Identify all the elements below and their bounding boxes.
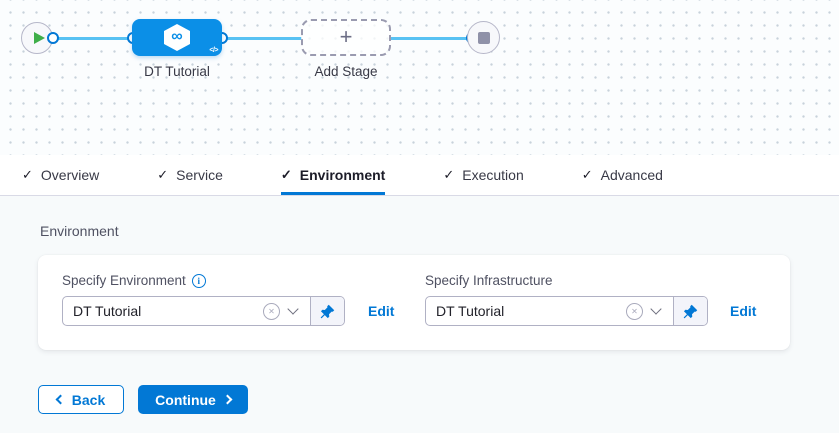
connector-line: [53, 37, 133, 40]
continue-button-label: Continue: [155, 391, 216, 408]
stop-icon: [477, 31, 490, 44]
environment-select[interactable]: ✕: [62, 296, 345, 326]
field-label-text: Specify Infrastructure: [425, 273, 553, 288]
code-icon: </>: [209, 47, 218, 54]
tab-service[interactable]: ✓ Service: [157, 155, 223, 195]
clear-icon[interactable]: ✕: [263, 302, 280, 320]
check-icon: ✓: [443, 166, 455, 182]
tab-execution[interactable]: ✓ Execution: [443, 155, 523, 195]
pin-button[interactable]: [310, 297, 344, 325]
add-stage-button[interactable]: +: [301, 19, 391, 56]
add-stage-label: Add Stage: [314, 64, 378, 79]
tab-label: Service: [176, 166, 223, 183]
environment-input[interactable]: [63, 303, 263, 319]
infrastructure-select[interactable]: ✕: [425, 296, 708, 326]
back-button[interactable]: Back: [38, 385, 124, 414]
back-button-label: Back: [71, 391, 106, 408]
environment-panel: Environment Specify Environment i ✕ Edit…: [0, 196, 839, 433]
tab-label: Overview: [40, 166, 100, 183]
stage-config-tabbar: ✓ Overview ✓ Service ✓ Environment ✓ Exe…: [0, 155, 839, 196]
environment-card: Specify Environment i ✕ Edit Specify Inf…: [38, 255, 790, 350]
cd-hexagon-icon: ∞: [164, 24, 190, 51]
plus-icon: +: [339, 23, 353, 49]
chevron-down-icon[interactable]: [287, 303, 299, 315]
clear-icon[interactable]: ✕: [626, 302, 643, 320]
pin-icon: [683, 304, 698, 318]
check-icon: ✓: [581, 166, 593, 182]
pipeline-canvas: ∞ </> DT Tutorial + Add Stage: [0, 0, 839, 155]
play-icon: [33, 32, 45, 44]
infrastructure-input[interactable]: [426, 303, 626, 319]
connector-line: [222, 37, 302, 40]
node-port: [47, 32, 59, 44]
tab-environment[interactable]: ✓ Environment: [280, 155, 386, 195]
specify-environment-label: Specify Environment i: [62, 273, 206, 288]
edit-environment-link[interactable]: Edit: [368, 303, 395, 319]
infinity-icon: ∞: [171, 28, 183, 45]
stage-node-dt-tutorial[interactable]: ∞ </>: [132, 19, 222, 56]
field-label-text: Specify Environment: [62, 273, 186, 288]
chevron-right-icon: [222, 394, 233, 405]
pin-icon: [320, 304, 335, 318]
continue-button[interactable]: Continue: [138, 385, 248, 414]
tab-overview[interactable]: ✓ Overview: [22, 155, 99, 195]
stage-node-label: DT Tutorial: [144, 64, 210, 79]
check-icon: ✓: [22, 166, 33, 182]
pipeline-end-node: [467, 21, 500, 54]
specify-infrastructure-label: Specify Infrastructure: [425, 273, 553, 288]
edit-infrastructure-link[interactable]: Edit: [730, 303, 757, 319]
tab-advanced[interactable]: ✓ Advanced: [582, 155, 663, 195]
tab-label: Environment: [299, 166, 386, 183]
tab-label: Advanced: [600, 166, 663, 183]
connector-line: [391, 37, 472, 40]
check-icon: ✓: [280, 166, 292, 182]
pin-button[interactable]: [673, 297, 707, 325]
info-icon[interactable]: i: [191, 273, 206, 288]
section-title: Environment: [40, 223, 119, 239]
tab-label: Execution: [462, 166, 524, 183]
chevron-left-icon: [55, 394, 66, 405]
chevron-down-icon[interactable]: [650, 303, 662, 315]
check-icon: ✓: [157, 166, 169, 182]
